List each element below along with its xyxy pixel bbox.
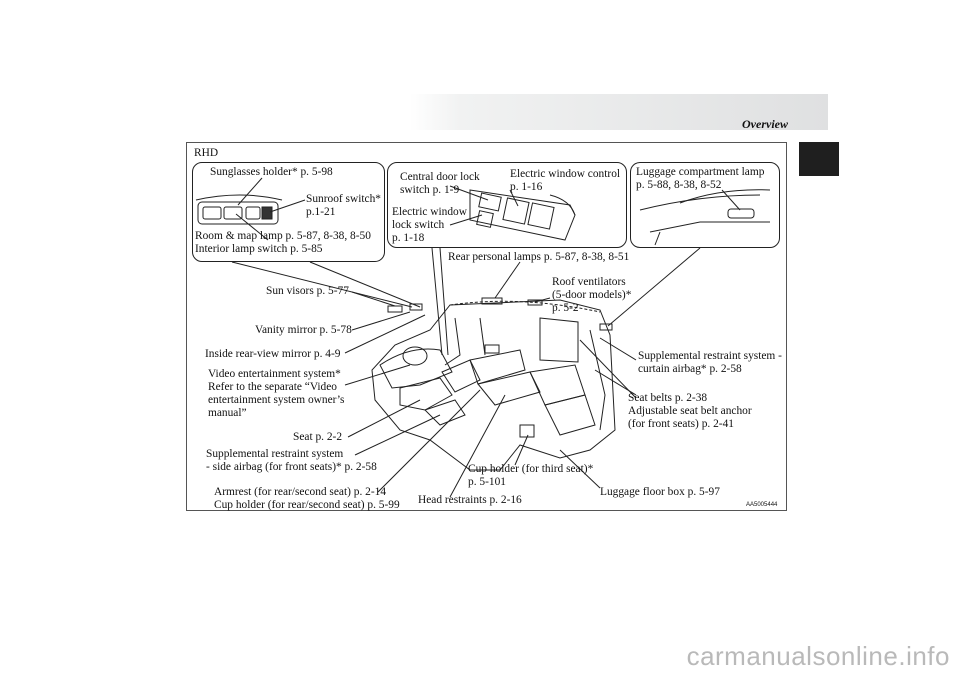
seat-belts-label-3: (for front seats) p. 2-41 [628,418,734,430]
steering-wheel-drawing [402,346,428,366]
cup-holder-third-drawing [519,424,535,438]
car-body-outline [371,299,616,471]
window-control-label-2: p. 1-16 [510,181,543,193]
roof-ventilators-label-3: p. 5-2 [552,302,579,314]
watermark-url: carmanualsonline.info [686,641,950,671]
srs-curtain-airbag-label-1: Supplemental restraint system - [638,350,782,362]
seat-belts-label-1: Seat belts p. 2-38 [628,392,708,404]
roof-ventilators-label-2: (5-door models)* [552,289,632,301]
central-lock-label-1: Central door lock [400,171,480,183]
window-lock-label-1: Electric window [392,206,467,218]
video-system-label-2: Refer to the separate “Video [208,381,337,393]
cup-holder-third-label-2: p. 5-101 [468,476,506,488]
sunroof-switch-label-2: p.1-21 [306,206,336,218]
seat-belts-label-2: Adjustable seat belt anchor [628,405,752,417]
rear-window-drawing [539,317,579,363]
inside-mirror-label: Inside rear-view mirror p. 4-9 [205,348,341,360]
rear-lamp-drawing [481,297,503,305]
video-system-label-3: entertainment system owner’s [208,394,345,406]
third-row-seat-drawing [529,364,586,406]
central-lock-label-2: switch p. 1-9 [400,184,460,196]
figure-variant-label: RHD [194,147,219,159]
luggage-lamp-label-2: p. 5-88, 8-38, 8-52 [636,179,722,191]
window-lock-label-3: p. 1-18 [392,232,425,244]
armrest-label-2: Cup holder (for rear/second seat) p. 5-9… [214,499,400,511]
header-band [410,94,828,130]
sunroof-switch-label-1: Sunroof switch* [306,193,381,205]
page-header-title: Overview [742,117,788,131]
head-restraints-label: Head restraints p. 2-16 [418,494,522,506]
luggage-lamp-drawing [727,208,755,219]
room-lamp-label-1: Room & map lamp p. 5-87, 8-38, 8-50 [195,230,371,242]
armrest-label-1: Armrest (for rear/second seat) p. 2-14 [214,486,387,498]
window-lock-label-2: lock switch [392,219,445,231]
second-row-seat-drawing [469,349,526,385]
luggage-lamp-label-1: Luggage compartment lamp [636,166,765,178]
figure-frame [186,142,787,511]
srs-curtain-airbag-label-2: curtain airbag* p. 2-58 [638,363,742,375]
srs-side-airbag-label-1: Supplemental restraint system [206,448,344,460]
video-system-label-1: Video entertainment system* [208,368,341,380]
front-seat-drawing [399,377,453,411]
sun-visors-label: Sun visors p. 5-77 [266,285,349,297]
inset-door-switch-panel [387,162,627,248]
srs-side-airbag-label-2: - side airbag (for front seats)* p. 2-58 [206,461,377,473]
cargo-lamp-drawing [599,323,613,331]
overhead-console-drawing [197,201,279,225]
rear-personal-lamps-label: Rear personal lamps p. 5-87, 8-38, 8-51 [448,251,630,263]
luggage-floor-box-label: Luggage floor box p. 5-97 [600,486,720,498]
window-control-label-1: Electric window control [510,168,621,180]
video-system-label-4: manual” [208,407,247,419]
section-thumb-tab [799,142,839,176]
roof-ventilators-label-1: Roof ventilators [552,276,626,288]
room-lamp-label-2: Interior lamp switch p. 5-85 [195,243,323,255]
sun-visor-drawing [387,305,403,313]
vanity-mirror-label: Vanity mirror p. 5-78 [255,324,352,336]
inset-luggage-lamp-panel [630,162,780,248]
cup-holder-third-label-1: Cup holder (for third seat)* [468,463,594,475]
seat-label: Seat p. 2-2 [293,431,343,443]
sunglasses-holder-label: Sunglasses holder* p. 5-98 [210,166,333,178]
door-switch-panel-drawing [469,189,576,241]
figure-code: AA5005444 [746,502,778,508]
